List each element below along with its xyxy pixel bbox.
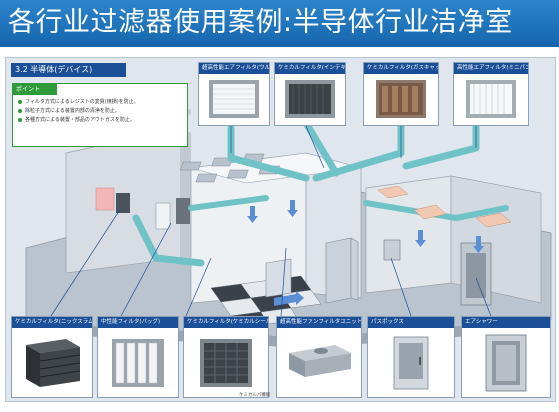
product-card-label: 超高性能ファンフィルタユニット [277, 317, 361, 328]
product-card-hepa: 超高性能エアフィルタ(ウルパー) [198, 62, 270, 126]
bullet-icon [18, 99, 22, 104]
hepa-filter-image [209, 80, 259, 118]
chemical-filter-dark-image [285, 80, 335, 118]
right-room-wall [365, 175, 452, 294]
product-card-label: エアシャワー [462, 317, 550, 328]
left-room-side-wall [181, 128, 191, 263]
product-card-chemical-grid: ケミカルフィルタ(ケミカルシール) [183, 316, 269, 398]
duct-filter-boxes [377, 185, 512, 228]
product-card-chemical-brown: ケミカルフィルタ(ガスキャッチ) [363, 62, 439, 126]
pass-box-unit [383, 239, 401, 261]
product-card-label: ケミカルフィルタ(インテキュア) [275, 63, 345, 74]
product-card-pleated: 高性能エアフィルタ(ミニパンサー) [453, 62, 529, 126]
air-shower-image [485, 334, 527, 392]
fan-filter-unit-image [289, 345, 351, 377]
product-card-air-shower: エアシャワー [461, 316, 551, 398]
product-card-label: ケミカルフィルタ(ケミカルシール) [184, 317, 268, 328]
key-points-list: フィルタ方式によるレジストの変質(焼損)を防止。 除粒子方式による装置内部の清浄… [18, 98, 139, 125]
product-card-chemical-block: ケミカルフィルタ(ニックスラム) [11, 316, 93, 398]
chemical-filter-block-image [26, 339, 81, 387]
chemical-filter-brown-image [376, 80, 426, 118]
product-card-label: パスボックス [368, 317, 454, 328]
bag-filter-image [112, 339, 164, 387]
product-card-chemical-dark: ケミカルフィルタ(インテキュア) [274, 62, 346, 126]
product-card-label: 高性能エアフィルタ(ミニパンサー) [454, 63, 528, 74]
product-card-label: ケミカルフィルタ(ニックスラム) [12, 317, 92, 328]
title-banner: 各行业过滤器使用案例:半导体行业洁净室 [0, 0, 559, 47]
key-point: 除粒子方式による装置内部の清浄を防止。 [18, 107, 139, 116]
product-card-bag-filter: 中性能フィルタ(バッグ) [97, 316, 179, 398]
product-card-label: 中性能フィルタ(バッグ) [98, 317, 178, 328]
bullet-icon [18, 117, 22, 122]
key-points-label: ポイント [13, 84, 57, 95]
cleanroom-illustration [25, 108, 552, 348]
fan-filter-grid [179, 153, 281, 183]
airflow-arrows [247, 200, 484, 306]
cleanroom-diagram-panel: 3.2 半導体(デバイス) ポイント フィルタ方式によるレジストの変質(焼損)を… [5, 57, 556, 402]
air-shower-unit [460, 242, 492, 306]
filter-housings [95, 187, 190, 230]
slide-title: 各行业过滤器使用案例:半导体行业洁净室 [8, 7, 513, 38]
pleated-filter-image [466, 80, 516, 118]
product-card-fan-filter-unit: 超高性能ファンフィルタユニット [276, 316, 362, 398]
key-point: 各種方式による装置・部品のアウトガスを防止。 [18, 116, 139, 125]
key-point: フィルタ方式によるレジストの変質(焼損)を防止。 [18, 98, 139, 107]
key-points-box: ポイント フィルタ方式によるレジストの変質(焼損)を防止。 除粒子方式による装置… [12, 83, 188, 147]
pass-box-image [393, 336, 429, 390]
product-card-label: 超高性能エアフィルタ(ウルパー) [199, 63, 269, 74]
bullet-icon [18, 108, 22, 113]
chemical-filter-grid-image [200, 339, 252, 387]
callout-lines [50, 125, 492, 317]
ffu-caption: ケミカルパ機能 [239, 393, 271, 398]
section-title: 3.2 半導体(デバイス) [11, 63, 126, 77]
product-card-pass-box: パスボックス [367, 316, 455, 398]
product-card-label: ケミカルフィルタ(ガスキャッチ) [364, 63, 438, 74]
